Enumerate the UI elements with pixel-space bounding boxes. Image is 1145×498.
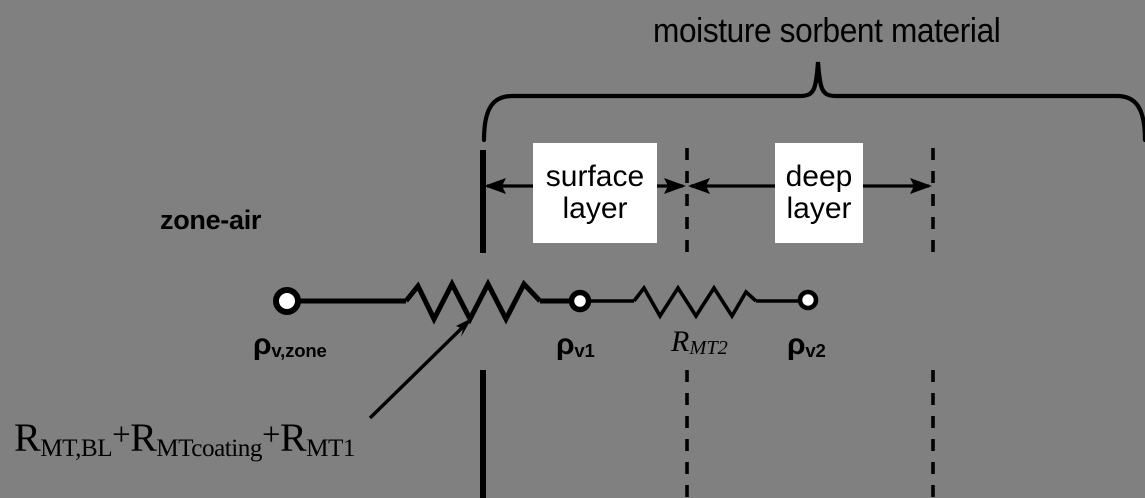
surface-layer-caption: surface layer <box>533 143 657 243</box>
r-mt2-subscript: MT2 <box>689 337 728 360</box>
rho-subscript-v1: v1 <box>574 339 595 361</box>
node-label-v1: ρv1 <box>556 330 595 360</box>
page-title: moisture sorbent material <box>653 12 1001 50</box>
surface-layer-line1: surface <box>545 159 645 193</box>
rho-subscript-v2: v2 <box>805 339 826 361</box>
resistance-callout-arrow <box>368 318 472 420</box>
formula-operator-2: + <box>261 417 281 454</box>
rho-symbol-v1: ρ <box>556 328 575 361</box>
node-v1-circle <box>568 289 592 313</box>
resistor-symbol-right <box>632 284 758 320</box>
resistor-symbol-left <box>404 278 542 325</box>
node-v2-circle <box>797 289 819 311</box>
node-label-v2: ρv2 <box>787 330 826 360</box>
surface-layer-line2: layer <box>562 192 628 225</box>
resistor-label-right: RMT2 <box>671 325 728 360</box>
r-mt2-base: R <box>671 325 690 358</box>
formula-term-1-sub: MT,BL <box>40 434 113 462</box>
formula-term-1-base: R <box>14 415 41 460</box>
rho-symbol-v2: ρ <box>787 328 806 361</box>
formula-term-2-base: R <box>130 415 157 460</box>
deep-layer-line2: layer <box>786 192 852 225</box>
rho-subscript-v-zone: v,zone <box>271 339 327 361</box>
deep-layer-caption: deep layer <box>775 143 863 243</box>
deep-layer-line1: deep <box>785 159 853 193</box>
node-v-zone-circle <box>273 287 301 315</box>
rho-symbol-v-zone: ρ <box>253 328 272 361</box>
sorbent-material-brace <box>481 61 1145 143</box>
resistor-label-left: RMT,BL+RMTcoating+RMT1 <box>14 415 356 461</box>
zone-air-label: zone-air <box>160 205 262 235</box>
formula-term-3-base: R <box>279 415 307 460</box>
formula-term-2-sub: MTcoating <box>156 434 262 462</box>
formula-operator-1: + <box>112 417 131 454</box>
node-label-v-zone: ρv,zone <box>253 330 327 360</box>
formula-term-3-sub: MT1 <box>306 434 356 462</box>
